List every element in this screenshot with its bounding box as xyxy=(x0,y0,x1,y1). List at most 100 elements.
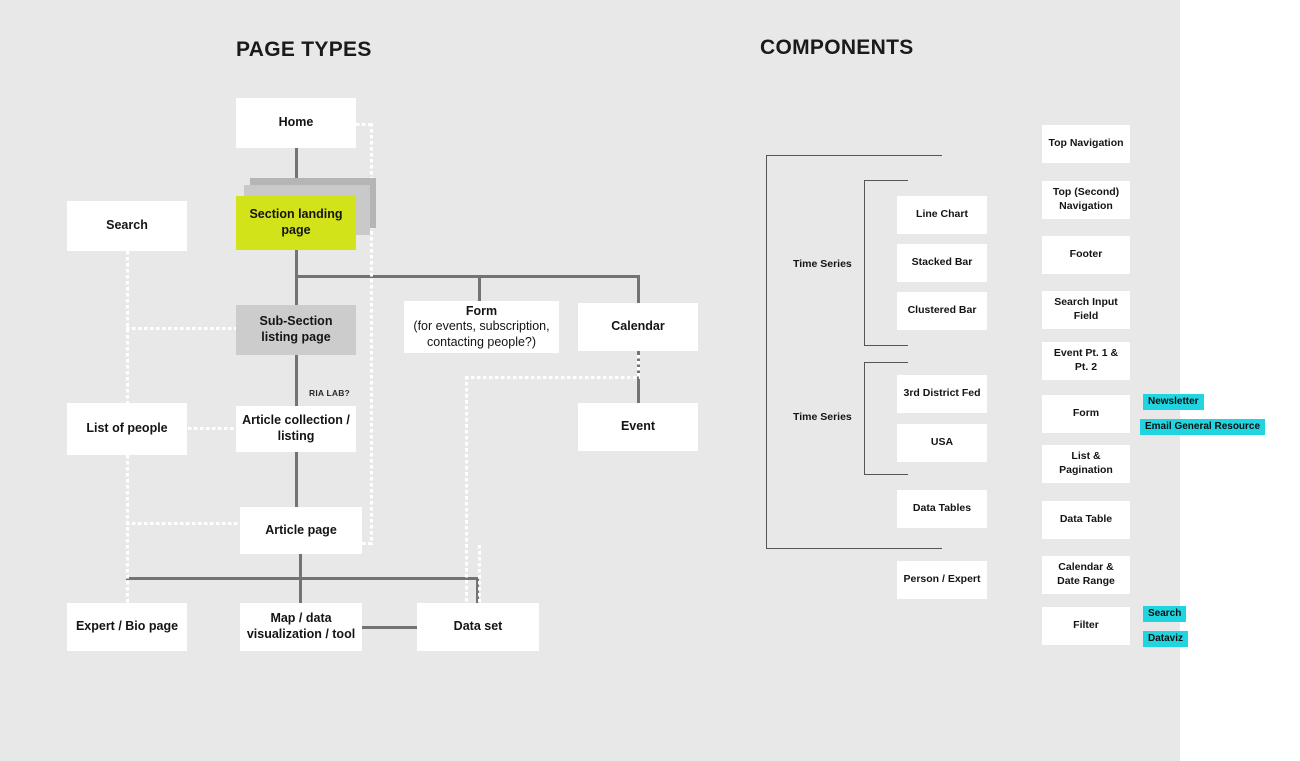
node-calendar-label: Calendar xyxy=(611,319,665,334)
node-expert-bio-page[interactable]: Expert / Bio page xyxy=(67,603,187,651)
node-map-dataviz-label: Map / data visualization / tool xyxy=(246,611,356,641)
connector-bus-to-calendar xyxy=(637,275,640,303)
connector-mapviz-to-dataset xyxy=(361,626,417,629)
node-article-collection-listing[interactable]: Article collection / listing xyxy=(236,406,356,452)
tag-dataviz[interactable]: Dataviz xyxy=(1143,631,1189,647)
dotted-home-right xyxy=(356,123,373,126)
component-usa-label: USA xyxy=(930,436,954,449)
node-data-set[interactable]: Data set xyxy=(417,603,539,651)
node-map-dataviz-tool[interactable]: Map / data visualization / tool xyxy=(240,603,362,651)
component-footer-label: Footer xyxy=(1069,248,1103,261)
component-clustered-bar-label: Clustered Bar xyxy=(907,304,977,317)
group-label-time-series-2: Time Series xyxy=(793,411,852,423)
tag-email-general-resource[interactable]: Email General Resource xyxy=(1140,419,1266,435)
connector-bus-to-subsection xyxy=(295,275,298,305)
component-3rd-district-fed-label: 3rd District Fed xyxy=(903,387,981,400)
connector-bus-top xyxy=(295,275,640,278)
bracket-timeseries2-bottom xyxy=(864,474,908,475)
node-article-page-label: Article page xyxy=(265,522,337,537)
node-home[interactable]: Home xyxy=(236,98,356,148)
node-section-landing-label: Section landing page xyxy=(249,207,343,237)
bracket-outer-bottom xyxy=(766,548,942,549)
dotted-event-horizontal xyxy=(465,376,640,379)
component-data-tables[interactable]: Data Tables xyxy=(897,490,987,528)
component-person-expert[interactable]: Person / Expert xyxy=(897,561,987,599)
component-search-input-field-label: Search Input Field xyxy=(1054,296,1118,322)
dotted-home-to-article xyxy=(362,542,372,545)
node-list-of-people[interactable]: List of people xyxy=(67,403,187,455)
node-article-collection-label: Article collection / listing xyxy=(242,413,350,443)
tag-newsletter[interactable]: Newsletter xyxy=(1143,394,1204,410)
bracket-outer-vertical xyxy=(766,155,767,549)
node-expert-bio-label: Expert / Bio page xyxy=(75,619,179,634)
bracket-timeseries1-bottom xyxy=(864,345,908,346)
component-stacked-bar[interactable]: Stacked Bar xyxy=(897,244,987,282)
connector-section-down xyxy=(295,250,298,276)
connector-article-down xyxy=(299,554,302,580)
annotation-ria-lab: RIA LAB? xyxy=(309,388,350,398)
node-form[interactable]: Form (for events, subscription, contacti… xyxy=(404,301,559,353)
node-list-of-people-label: List of people xyxy=(86,421,168,436)
page-title-page-types: PAGE TYPES xyxy=(236,38,372,61)
component-list-pagination[interactable]: List & Pagination xyxy=(1042,445,1130,483)
node-home-label: Home xyxy=(278,115,314,130)
dotted-search-to-subsection xyxy=(126,327,236,330)
component-3rd-district-fed[interactable]: 3rd District Fed xyxy=(897,375,987,413)
component-search-input-field[interactable]: Search Input Field xyxy=(1042,291,1130,329)
connector-subsection-to-collection xyxy=(295,355,298,406)
bracket-outer-top xyxy=(766,155,942,156)
connector-bus-bottom xyxy=(126,577,479,580)
component-stacked-bar-label: Stacked Bar xyxy=(911,256,973,269)
bracket-timeseries1-top xyxy=(864,180,908,181)
node-calendar[interactable]: Calendar xyxy=(578,303,698,351)
right-white-gutter xyxy=(1180,0,1300,761)
dotted-search-to-article xyxy=(126,522,240,525)
node-search[interactable]: Search xyxy=(67,201,187,251)
component-event-pt1-pt2[interactable]: Event Pt. 1 & Pt. 2 xyxy=(1042,342,1130,380)
component-top-navigation[interactable]: Top Navigation xyxy=(1042,125,1130,163)
connector-bus-to-mapviz xyxy=(299,577,302,603)
component-event-pt1-pt2-label: Event Pt. 1 & Pt. 2 xyxy=(1053,347,1119,373)
node-form-title: Form xyxy=(465,303,498,318)
component-line-chart[interactable]: Line Chart xyxy=(897,196,987,234)
node-sub-section-listing-page[interactable]: Sub-Section listing page xyxy=(236,305,356,355)
page-title-components: COMPONENTS xyxy=(760,36,914,59)
node-search-label: Search xyxy=(106,218,148,233)
dotted-dataset-vertical xyxy=(478,545,481,603)
component-calendar-date-range-label: Calendar & Date Range xyxy=(1057,561,1115,587)
component-line-chart-label: Line Chart xyxy=(916,208,968,221)
component-top-second-navigation[interactable]: Top (Second) Navigation xyxy=(1042,181,1130,219)
node-data-set-label: Data set xyxy=(453,619,503,634)
component-top-second-navigation-label: Top (Second) Navigation xyxy=(1052,186,1120,212)
connector-bus-to-dataset xyxy=(476,577,479,603)
node-form-note: (for events, subscription, contacting pe… xyxy=(413,319,550,349)
node-article-page[interactable]: Article page xyxy=(240,507,362,554)
node-section-landing-page[interactable]: Section landing page xyxy=(236,196,356,250)
component-data-table[interactable]: Data Table xyxy=(1042,501,1130,539)
dotted-calendar-down xyxy=(637,355,640,377)
component-filter-label: Filter xyxy=(1073,619,1099,632)
bracket-timeseries2-top xyxy=(864,362,908,363)
tag-search[interactable]: Search xyxy=(1143,606,1187,622)
node-event-label: Event xyxy=(620,419,656,434)
group-label-time-series-1: Time Series xyxy=(793,258,852,270)
component-footer[interactable]: Footer xyxy=(1042,236,1130,274)
bracket-timeseries2-vertical xyxy=(864,362,865,474)
component-form-label: Form xyxy=(1072,407,1100,420)
connector-bus-to-form xyxy=(478,275,481,301)
component-calendar-date-range[interactable]: Calendar & Date Range xyxy=(1042,556,1130,594)
node-event[interactable]: Event xyxy=(578,403,698,451)
dotted-listpeople-to-collection xyxy=(188,427,236,430)
node-sub-section-label: Sub-Section listing page xyxy=(259,314,333,344)
component-form[interactable]: Form xyxy=(1042,395,1130,433)
component-filter[interactable]: Filter xyxy=(1042,607,1130,645)
component-clustered-bar[interactable]: Clustered Bar xyxy=(897,292,987,330)
dotted-home-vertical xyxy=(370,123,373,545)
component-top-navigation-label: Top Navigation xyxy=(1048,137,1124,150)
bracket-timeseries1-vertical xyxy=(864,180,865,345)
component-data-tables-label: Data Tables xyxy=(912,502,972,515)
connector-collection-to-article xyxy=(295,452,298,507)
component-person-expert-label: Person / Expert xyxy=(903,573,981,586)
component-usa[interactable]: USA xyxy=(897,424,987,462)
